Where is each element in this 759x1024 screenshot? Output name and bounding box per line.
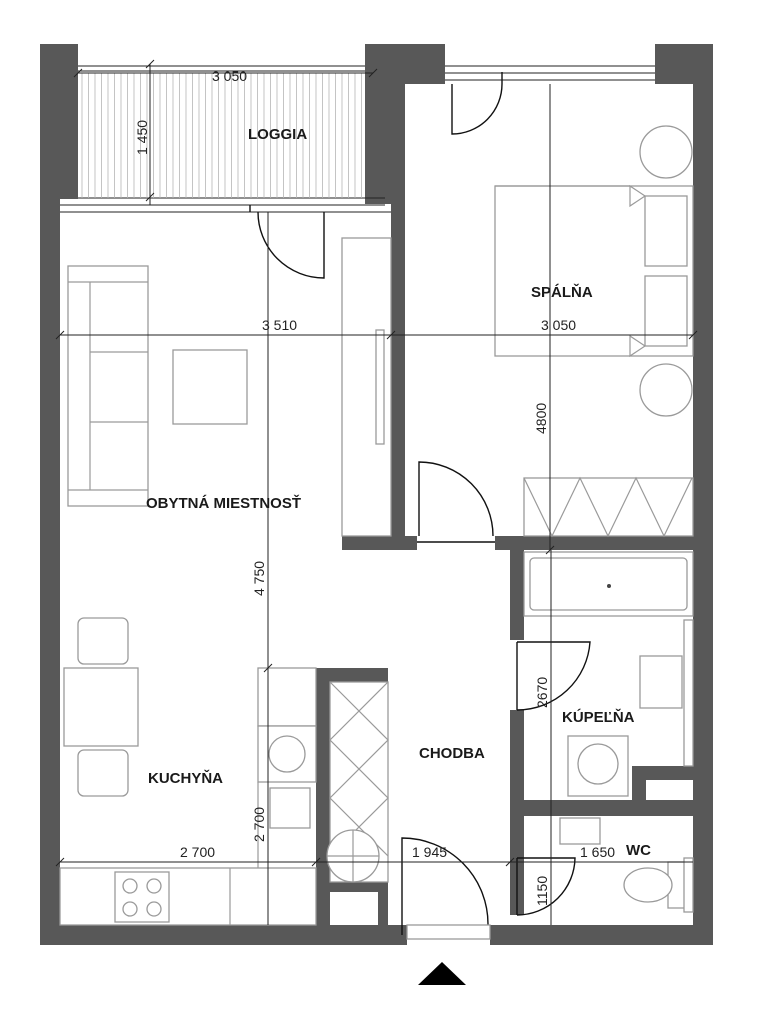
wall-bath-upper	[510, 550, 524, 640]
kitchen-counter	[59, 867, 317, 926]
loggia-decking	[81, 73, 362, 198]
room-label-bathroom: KÚPEĽŇA	[562, 708, 635, 726]
wall-kitchen-top	[316, 668, 388, 682]
coffee-table	[172, 349, 248, 425]
wc-sink	[559, 817, 601, 845]
wall-right	[693, 44, 713, 945]
dimension-lines	[55, 59, 698, 925]
dim-bath-length: 2670	[534, 677, 550, 708]
dim-loggia-width: 3 050	[212, 68, 247, 84]
dim-kitchen-width: 2 700	[180, 844, 215, 860]
wall-kitchen-shaft-side	[378, 882, 388, 925]
dim-wc-length: 1150	[534, 876, 550, 906]
toilet	[623, 861, 691, 909]
dim-kitchen-length: 2 700	[251, 807, 267, 842]
entrance-arrow-icon	[418, 962, 466, 985]
wall-loggia-left	[60, 44, 78, 199]
dim-hall-width: 1 945	[412, 844, 447, 860]
wall-bottom-left	[40, 925, 407, 945]
room-labels: LOGGIA SPÁLŇA OBYTNÁ MIESTNOSŤ KUCHYŇA C…	[146, 126, 651, 859]
wardrobe-bedroom	[523, 476, 694, 538]
sofa	[67, 265, 149, 507]
wall-living-lower	[342, 536, 417, 550]
wall-left	[40, 44, 60, 945]
wardrobe-living	[341, 237, 392, 537]
dim-living-width: 3 510	[262, 317, 297, 333]
wall-bath-wc	[510, 800, 693, 816]
room-label-loggia: LOGGIA	[248, 126, 307, 143]
wall-bedroom-bottom	[495, 536, 713, 550]
room-label-kitchen: KUCHYŇA	[148, 769, 223, 787]
dim-wc-width: 1 650	[580, 844, 615, 860]
wall-kitchen-right	[316, 668, 330, 925]
furniture	[59, 125, 694, 926]
wall-kitchen-shaft	[316, 882, 388, 892]
dim-bedroom-width: 3 050	[541, 317, 576, 333]
room-label-living: OBYTNÁ MIESTNOSŤ	[146, 494, 301, 512]
wall-top-right	[655, 44, 713, 84]
bathtub	[523, 551, 694, 617]
wall-bedroom-left	[391, 84, 405, 536]
room-label-wc: WC	[626, 842, 651, 859]
bed	[494, 184, 694, 358]
dim-loggia-depth: 1 450	[134, 120, 150, 155]
dimension-labels: 3 050 1 450 3 510 3 050 4800 4 750 2 700…	[134, 68, 615, 906]
room-label-hallway: CHODBA	[419, 745, 485, 762]
bath-sink	[639, 655, 683, 709]
dining-set	[63, 617, 139, 797]
nightstand-lamp-top	[639, 125, 693, 179]
nightstand-lamp-bottom	[639, 363, 693, 417]
dim-living-length: 4 750	[251, 561, 267, 596]
wall-bath-niche	[632, 766, 693, 780]
wall-bottom-right	[490, 925, 713, 945]
dim-bedroom-length: 4800	[533, 403, 549, 434]
doors	[249, 72, 591, 940]
wall-bath-niche-side	[632, 766, 646, 800]
room-label-bedroom: SPÁLŇA	[531, 283, 593, 301]
